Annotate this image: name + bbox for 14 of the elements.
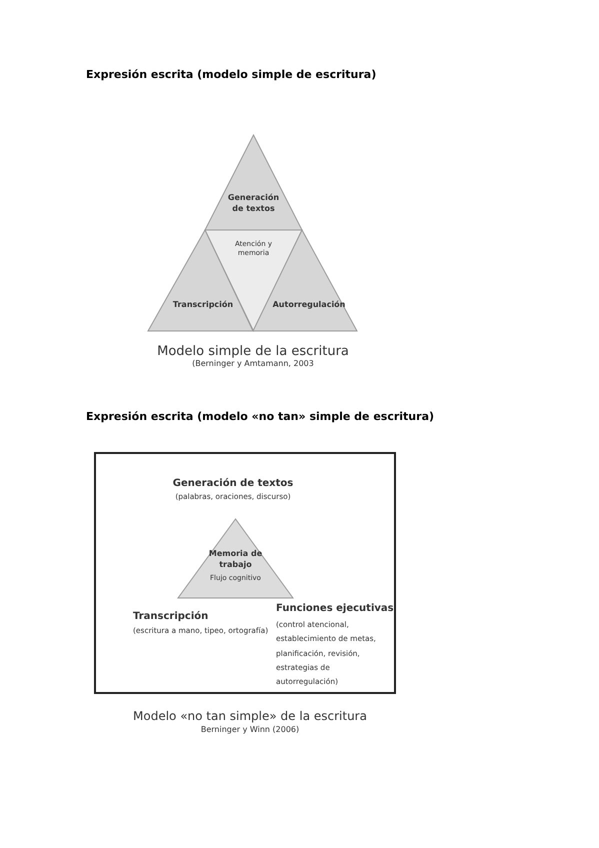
section-title: Generación de textos (172, 477, 294, 490)
figure-caption: Modelo «no tan simple» de la escritura (132, 708, 368, 724)
node-label: Autorregulación (272, 300, 346, 311)
citation: (Berninger y Amtamann, 2003 (191, 359, 315, 370)
heading: Expresión escrita (modelo simple de escritura) (86, 68, 378, 83)
node-label: Transcripción (172, 300, 234, 311)
heading: Expresión escrita (modelo «no tan» simple de escritura) (86, 410, 436, 425)
figure-caption: Modelo simple de la escritura (156, 343, 350, 360)
node-label: Memoria de trabajo (208, 549, 264, 571)
section-title: Funciones ejecutivas (276, 602, 395, 616)
frame-border (94, 452, 396, 694)
section-title: Transcripción (133, 610, 210, 624)
citation: Berninger y Winn (2006) (200, 725, 300, 736)
node-label: Generación de textos (226, 193, 280, 215)
